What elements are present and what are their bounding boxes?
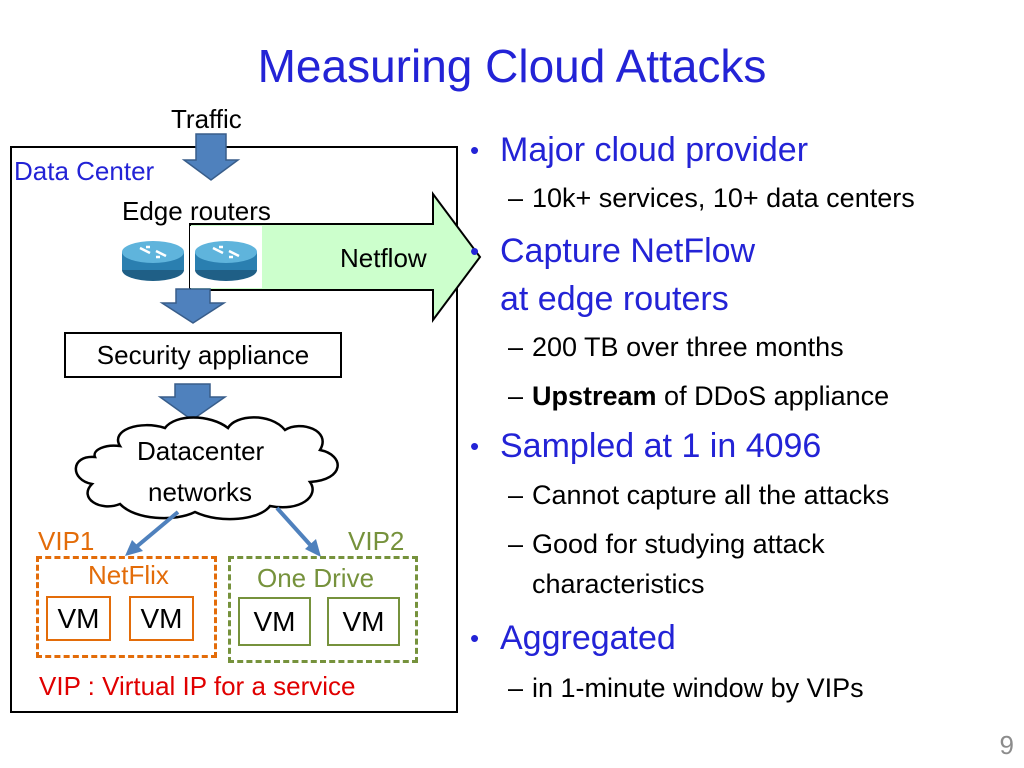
sub-bullet-text: Cannot capture all the attacks bbox=[532, 480, 890, 510]
sub-bullet-bold: Upstream bbox=[532, 381, 657, 411]
netflix-vm-2: VM bbox=[129, 596, 194, 641]
sub-bullet-text-line2: characteristics bbox=[532, 569, 705, 599]
bullet-item: • Capture NetFlow at edge routers bbox=[470, 227, 1010, 323]
onedrive-label: One Drive bbox=[257, 563, 375, 593]
security-to-cloud-arrow bbox=[157, 383, 228, 421]
edge-routers-label: Edge routers bbox=[122, 196, 271, 226]
sub-bullet-item: – Upstream of DDoS appliance bbox=[470, 376, 1010, 416]
page-number: 9 bbox=[999, 730, 1014, 760]
dash-icon: – bbox=[508, 673, 524, 703]
bullet-text-line1: Capture NetFlow bbox=[500, 232, 756, 270]
sub-bullet-text: in 1-minute window by VIPs bbox=[532, 673, 864, 703]
netflow-label: Netflow bbox=[340, 243, 427, 273]
cloud-label-line2: networks bbox=[148, 477, 253, 507]
bullet-text: Sampled at 1 in 4096 bbox=[500, 427, 822, 465]
bullet-item: • Sampled at 1 in 4096 bbox=[470, 422, 1010, 470]
netflix-label: NetFlix bbox=[88, 560, 169, 590]
netflix-vm-1: VM bbox=[46, 596, 111, 641]
sub-bullet-item: – 10k+ services, 10+ data centers bbox=[470, 178, 1010, 218]
cloud-to-vip1-arrow bbox=[133, 510, 180, 550]
sub-bullet-item: – 200 TB over three months bbox=[470, 327, 1010, 367]
sub-bullet-text: 10k+ services, 10+ data centers bbox=[532, 183, 915, 213]
bullet-text: Major cloud provider bbox=[500, 131, 809, 169]
vip1-label: VIP1 bbox=[38, 526, 95, 556]
bullet-dot-icon: • bbox=[470, 236, 480, 266]
onedrive-vip-group bbox=[228, 556, 418, 663]
dash-icon: – bbox=[508, 183, 524, 213]
sub-bullet-item: – Good for studying attack characteristi… bbox=[470, 524, 1010, 604]
dash-icon: – bbox=[508, 480, 524, 510]
onedrive-vm-1: VM bbox=[238, 597, 311, 646]
traffic-label: Traffic bbox=[171, 104, 242, 134]
onedrive-vm-2: VM bbox=[327, 597, 400, 646]
sub-bullet-text-line1: Good for studying attack bbox=[532, 529, 825, 559]
datacenter-cloud-icon bbox=[74, 416, 339, 521]
data-center-box bbox=[10, 146, 458, 713]
bullet-list: • Major cloud provider – 10k+ services, … bbox=[470, 126, 1010, 708]
security-appliance-label: Security appliance bbox=[96, 340, 310, 370]
bullet-text-line2: at edge routers bbox=[500, 280, 729, 318]
vip-note: VIP : Virtual IP for a service bbox=[39, 671, 356, 701]
router-to-security-arrow bbox=[159, 288, 227, 324]
bullet-dot-icon: • bbox=[470, 431, 480, 461]
router-icon bbox=[118, 226, 188, 288]
cloud-label-line1: Datacenter bbox=[137, 436, 265, 466]
slide-title: Measuring Cloud Attacks bbox=[257, 40, 767, 92]
bullet-dot-icon: • bbox=[470, 623, 480, 653]
sub-bullet-item: – in 1-minute window by VIPs bbox=[470, 668, 1010, 708]
sub-bullet-text: 200 TB over three months bbox=[532, 332, 844, 362]
bullet-item: • Major cloud provider bbox=[470, 126, 1010, 174]
security-appliance-box: Security appliance bbox=[64, 332, 342, 378]
sub-bullet-rest: of DDoS appliance bbox=[656, 381, 890, 411]
dash-icon: – bbox=[508, 332, 524, 362]
bullet-text: Aggregated bbox=[500, 619, 676, 657]
cloud-to-vip2-arrow bbox=[275, 506, 315, 550]
dash-icon: – bbox=[508, 529, 524, 559]
vip2-label: VIP2 bbox=[348, 526, 405, 556]
bullet-item: • Aggregated bbox=[470, 614, 1010, 662]
netflow-arrow bbox=[189, 190, 482, 324]
bullet-dot-icon: • bbox=[470, 135, 480, 165]
netflix-vip-group bbox=[36, 556, 217, 658]
dash-icon: – bbox=[508, 381, 524, 411]
traffic-arrow bbox=[181, 133, 241, 181]
data-center-label: Data Center bbox=[14, 156, 155, 186]
sub-bullet-item: – Cannot capture all the attacks bbox=[470, 475, 1010, 515]
router-icon bbox=[190, 226, 262, 288]
